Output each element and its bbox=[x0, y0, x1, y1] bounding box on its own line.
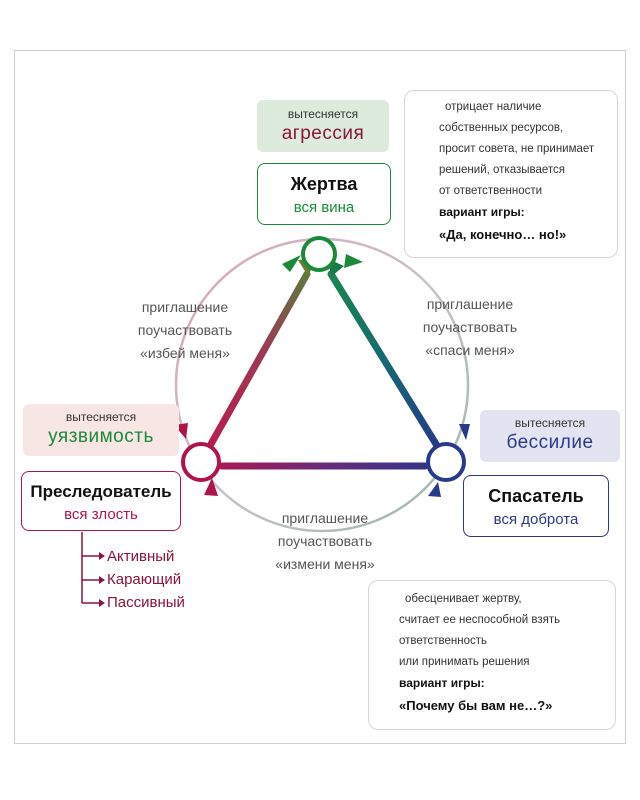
victim-role-box: Жертва вся вина bbox=[257, 163, 391, 225]
invitation-bottom-line-3: «измени меня» bbox=[275, 556, 375, 572]
victim-game-label: вариант игры: bbox=[439, 205, 525, 219]
invitation-right: приглашение поучаствовать «спаси меня» bbox=[402, 293, 538, 362]
persecutor-type-passive: Пассивный bbox=[107, 594, 185, 611]
persecutor-type-punishing: Карающий bbox=[107, 571, 182, 588]
victim-note-line-1: отрицает наличие bbox=[445, 101, 542, 113]
arrow-to-victim-left bbox=[282, 255, 301, 272]
persecutor-suppressed-value: уязвимость bbox=[48, 426, 154, 447]
invitation-left-line-3: «избей меня» bbox=[140, 345, 230, 361]
rescuer-node bbox=[426, 442, 466, 482]
victim-node bbox=[301, 236, 337, 272]
rescuer-note-line-1: обесценивает жертву, bbox=[405, 593, 522, 605]
victim-sub: вся вина bbox=[293, 199, 355, 216]
victim-note-line-5: от ответственности bbox=[439, 185, 543, 197]
invitation-right-line-2: поучаствовать bbox=[422, 319, 518, 335]
types-bracket bbox=[81, 532, 99, 604]
persecutor-types-list: Активный Карающий Пассивный bbox=[107, 545, 227, 614]
invitation-bottom-line-2: поучаствовать bbox=[277, 533, 373, 549]
persecutor-suppressed-label: вытесняется bbox=[65, 410, 137, 424]
persecutor-suppressed-tag: вытесняется уязвимость bbox=[23, 404, 179, 456]
arrow-to-victim-right bbox=[344, 254, 363, 268]
invitation-bottom-line-1: приглашение bbox=[281, 510, 369, 526]
rescuer-suppressed-value: бессилие bbox=[506, 432, 594, 453]
rescuer-game-quote: «Почему бы вам не…?» bbox=[399, 698, 553, 713]
arrow-to-rescuer-bottom bbox=[428, 482, 441, 497]
triangle-edge-left bbox=[207, 270, 311, 448]
rescuer-sub: вся доброта bbox=[493, 511, 579, 528]
rescuer-note-line-3: ответственность bbox=[399, 635, 488, 647]
diagram-frame bbox=[14, 50, 626, 744]
rescuer-role-box: Спасатель вся доброта bbox=[463, 475, 609, 537]
rescuer-suppressed-tag: вытесняется бессилие bbox=[480, 410, 620, 462]
arrow-to-persecutor-bottom bbox=[204, 478, 218, 496]
arrow-to-rescuer-top bbox=[459, 424, 470, 440]
rescuer-game-label: вариант игры: bbox=[399, 676, 485, 690]
victim-note-line-2: собственных ресурсов, bbox=[439, 122, 564, 134]
victim-name: Жертва bbox=[290, 174, 358, 194]
cycle-circle bbox=[174, 237, 470, 533]
rescuer-name: Спасатель bbox=[488, 486, 584, 506]
invitation-right-line-1: приглашение bbox=[426, 296, 514, 312]
victim-suppressed-tag: вытесняется агрессия bbox=[257, 100, 389, 152]
rescuer-note-line-2: считает ее неспособной взять bbox=[399, 614, 561, 626]
persecutor-name: Преследователь bbox=[30, 482, 172, 501]
rescuer-note: обесценивает жертву, считает ее неспособ… bbox=[368, 580, 616, 730]
triangle-edge-right bbox=[327, 270, 440, 448]
rescuer-note-line-4: или принимать решения bbox=[399, 656, 530, 668]
victim-suppressed-label: вытесняется bbox=[287, 107, 359, 121]
invitation-right-line-3: «спаси меня» bbox=[425, 342, 515, 358]
persecutor-node bbox=[181, 442, 221, 482]
victim-game-quote: «Да, конечно… но!» bbox=[439, 227, 567, 242]
invitation-left-line-2: поучаствовать bbox=[137, 322, 233, 338]
invitation-left-line-1: приглашение bbox=[141, 299, 229, 315]
rescuer-suppressed-label: вытесняется bbox=[514, 416, 586, 430]
victim-note-line-3: просит совета, не принимает bbox=[439, 143, 595, 155]
persecutor-role-box: Преследователь вся злость bbox=[21, 471, 181, 531]
invitation-bottom: приглашение поучаствовать «измени меня» bbox=[250, 507, 400, 576]
types-bracket-arrows bbox=[99, 552, 105, 607]
victim-suppressed-value: агрессия bbox=[281, 123, 365, 144]
victim-note-line-4: решений, отказывается bbox=[439, 164, 566, 176]
persecutor-type-active: Активный bbox=[107, 548, 175, 565]
victim-note: отрицает наличие собственных ресурсов, п… bbox=[404, 90, 618, 258]
invitation-left: приглашение поучаствовать «избей меня» bbox=[118, 296, 252, 365]
persecutor-sub: вся злость bbox=[64, 506, 138, 523]
